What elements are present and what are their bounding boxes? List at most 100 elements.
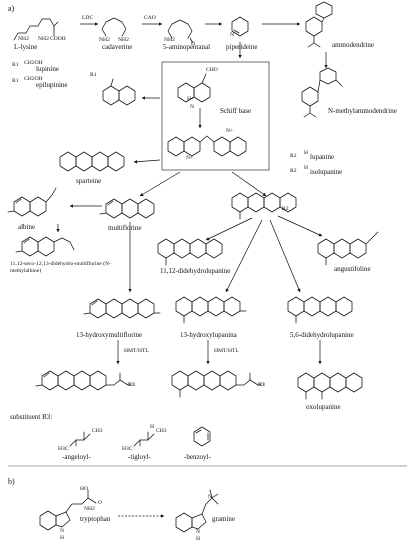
tryptophan-h: H (60, 535, 65, 541)
lupinine-name: lupinine (36, 65, 59, 73)
lupinine-group: CH2OH (24, 60, 43, 66)
piperideine-structure (231, 16, 249, 37)
angustifoline-name: angustifoline (334, 265, 371, 273)
hmt-label-2: HMT/HTL (214, 348, 239, 354)
lupanine-name: lupanine (310, 153, 335, 161)
n-methylammodendrine-structure (301, 67, 343, 118)
albine-structure (7, 187, 57, 217)
piperideine-n: N (230, 32, 235, 38)
lupanine-r2: R2 (290, 153, 297, 159)
schiff-n-plus-1: N+ (186, 155, 194, 161)
lysine-structure (13, 18, 59, 41)
lupanine-ester-structure (171, 370, 259, 398)
arrow-to-hydroxylupanine (225, 219, 263, 293)
epilupinine-r-label: R1 (12, 78, 19, 84)
schiff-n: N (190, 104, 195, 110)
tigloyl-ch3: CH3 (156, 428, 167, 434)
isolupanine-r2: R2 (290, 168, 297, 174)
56-didehydrolupanine-name: 5,6-didehydrolupanine (290, 331, 354, 339)
lupanine-structure (231, 192, 297, 220)
epilupinine-name: epilupinine (36, 81, 68, 89)
lupinine-r1: R1 (90, 72, 97, 78)
lupanine-r2-sub: R2 (282, 206, 289, 212)
gramine-n: N (208, 494, 213, 500)
schiff-cho: CHO (206, 67, 218, 73)
aminopentanal-o: O (191, 41, 196, 47)
arrow-to-multiflorine (139, 171, 181, 197)
enzyme-ldc: LDC (82, 15, 94, 21)
schiff-base-name: Schiff base (220, 107, 252, 115)
lysine-name: L-lysine (14, 43, 38, 51)
epilupinine-group: CH2OH (24, 76, 43, 82)
substituent-label: substituent R3: (10, 413, 53, 421)
cadaverine-nh2-2: NH2 (118, 37, 129, 43)
tigloyl-name: -tigloyl- (128, 453, 151, 461)
tigloyl-h3c: H3C (122, 446, 133, 452)
aminopentanal-nh2: NH2 (164, 37, 175, 43)
multiflorine-name: multiflorine (108, 224, 142, 232)
didehydrolupanine-name: 11,12-didehydrolupanine (160, 267, 231, 275)
arrow-to-didehydrolupanine (205, 217, 253, 241)
lysine-nh2-2: NH2 (38, 36, 49, 42)
gramine-ring-n: N (196, 529, 201, 535)
benzoyl-structure (193, 426, 211, 447)
gramine-h: H (196, 536, 201, 542)
schiff-n-plus-2: N+ (226, 128, 234, 134)
gramine-structure (175, 489, 219, 533)
tryptophan-ho: HO (80, 486, 89, 492)
panel-a-label: a) (8, 4, 15, 13)
oxolupanine-name: oxolupanine (306, 403, 341, 411)
aminopentanal-name: 5-aminopentanal (163, 43, 211, 51)
tigloyl-h: H (150, 424, 155, 430)
seco-name: 11,12-seco-12,13-didehydro-multiflorine … (10, 261, 111, 274)
cadaverine-nh2-1: NH2 (99, 37, 110, 43)
ester-r3-1: R3 (128, 382, 135, 388)
n-methylammodendrine-name: N-methylammodendrine (328, 107, 397, 115)
angeloyl-ch3: CH3 (92, 428, 103, 434)
lupinine-r-label: R1 (12, 62, 19, 68)
multiflorine-ester-structure (35, 370, 129, 391)
enzyme-cao: CAO (144, 15, 156, 21)
arrow-to-56-didehydro (269, 219, 301, 293)
tryptophan-structure (39, 489, 97, 531)
angeloyl-structure (69, 431, 91, 447)
panel-b-label: b) (8, 477, 15, 486)
ammodendrine-name: ammodendrine (332, 41, 374, 49)
isolupanine-h: H (304, 165, 309, 171)
didehydrolupanine-structure (157, 238, 223, 266)
hydroxymultiflorine-structure (83, 298, 161, 319)
multiflorine-structure (99, 198, 155, 219)
schiff-hplus: H+ (187, 96, 195, 102)
aldehyde-intermediate (177, 73, 211, 103)
lupanine-h: H (304, 150, 309, 156)
tryptophan-o: O (98, 500, 103, 506)
piperideine-name: piperideine (226, 43, 258, 51)
ammodendrine-structure (305, 1, 333, 48)
schiff-base-box (161, 61, 270, 171)
oxolupanine-structure (297, 372, 363, 400)
tryptophan-nh2: NH2 (84, 506, 95, 512)
benzoyl-name: -benzoyl- (184, 453, 211, 461)
isolupanine-name: isolupanine (310, 168, 343, 176)
angustifoline-structure (317, 231, 379, 266)
tryptophan-name: tryptophan (80, 515, 111, 523)
gramine-name: gramine (212, 515, 235, 523)
cadaverine-name: cadaverine (102, 43, 133, 51)
lysine-nh2-1: NH2 (18, 36, 29, 42)
schiff-base-dimer (167, 135, 247, 157)
aminopentanal-structure (167, 19, 194, 44)
lysine-cooh: COOH (50, 36, 66, 42)
arrow-to-angustifoline (277, 215, 323, 237)
lupinine-structure (102, 78, 136, 106)
hydroxymultiflorine-name: 13-hydroxymultiflorine (76, 331, 143, 339)
angeloyl-name: -angeloyl- (62, 453, 91, 461)
sparteine-name: sparteine (76, 177, 102, 185)
hydroxylupanine-structure (175, 296, 247, 324)
albine-name: albine (18, 223, 36, 231)
seco-multiflorine-structure (15, 236, 75, 257)
tryptophan-n: N (60, 528, 65, 534)
hmt-label-1: HMT/HTL (124, 348, 149, 354)
arrow-to-lupanine (231, 171, 267, 197)
